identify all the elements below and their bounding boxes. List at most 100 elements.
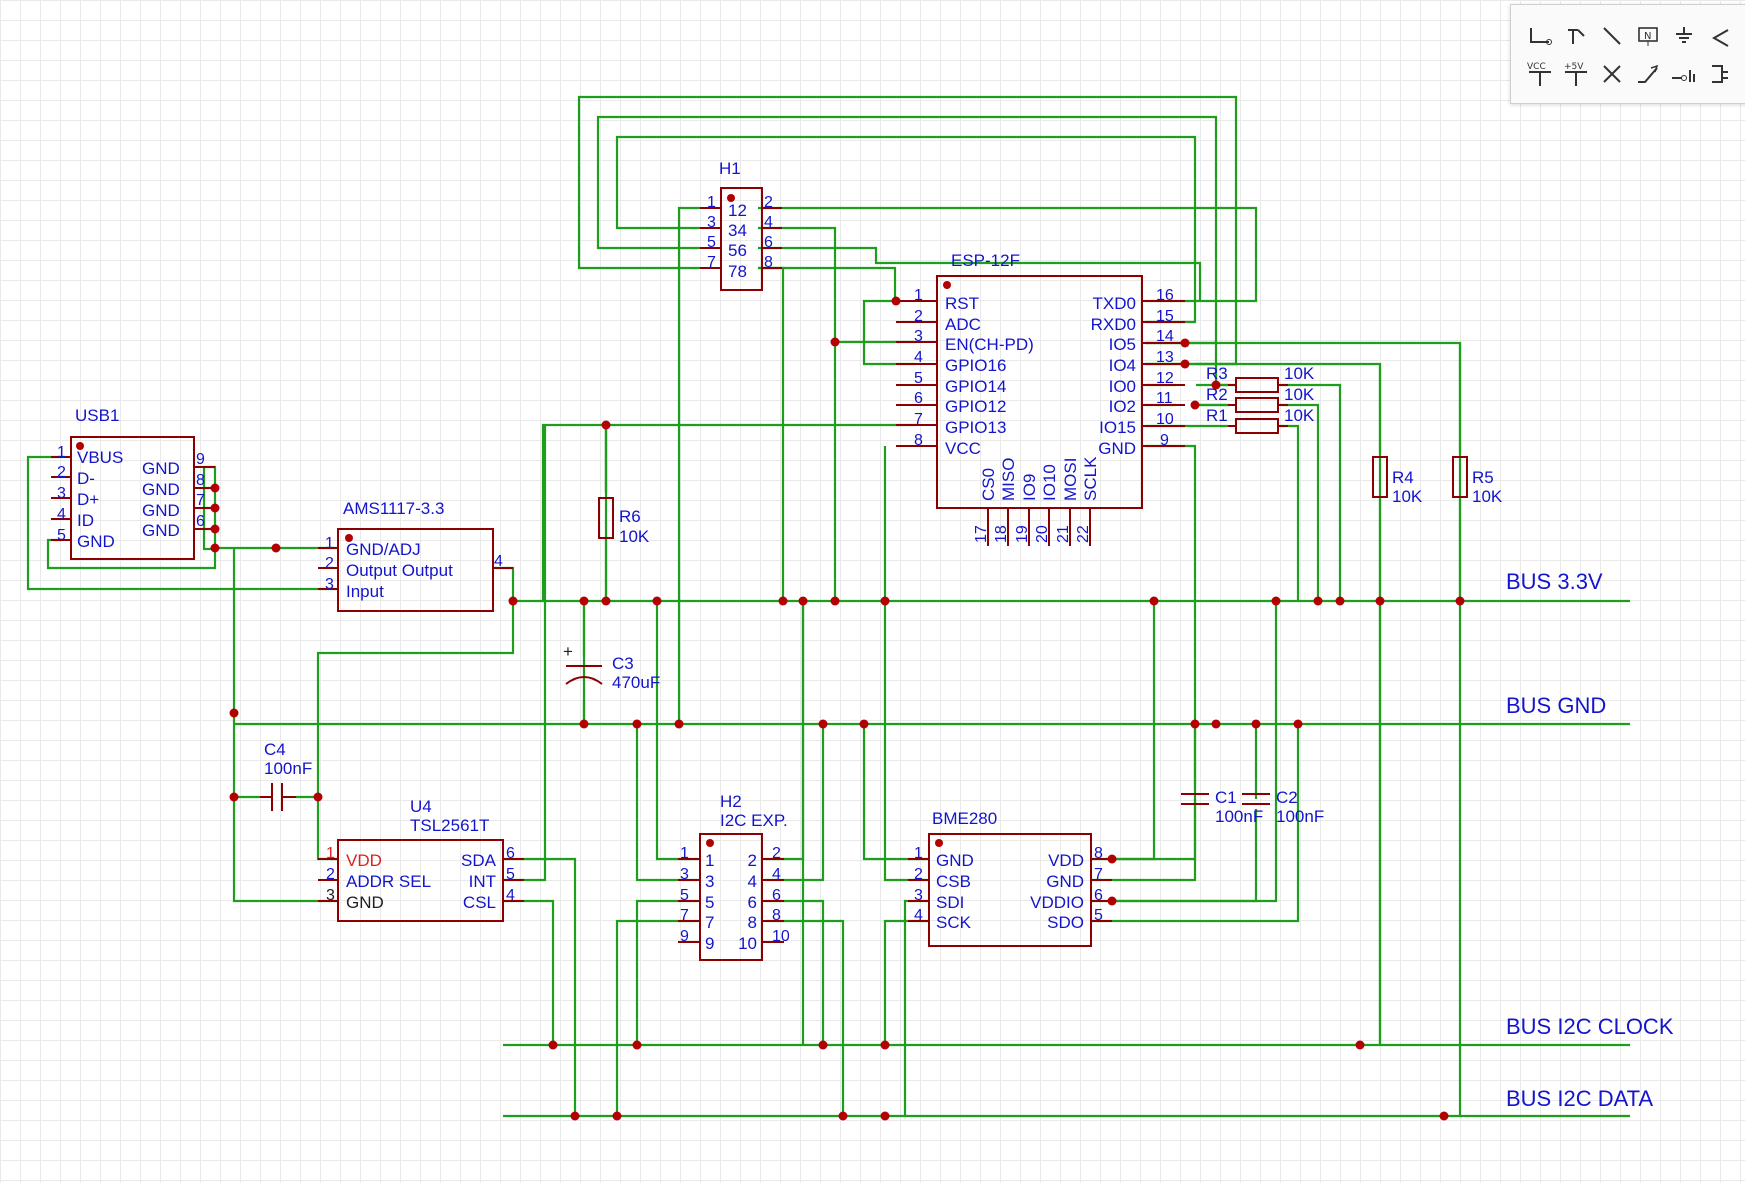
r2-value: 10K [1284, 385, 1315, 404]
probe-tool-icon[interactable] [1631, 57, 1665, 91]
u4-pin-sda: SDA [461, 851, 497, 870]
r6-resistor[interactable]: R6 10K [598, 497, 650, 546]
h2-num-5: 5 [680, 887, 689, 904]
esp-pin-io15: IO15 [1099, 418, 1136, 437]
esp-num-14: 14 [1156, 328, 1174, 345]
esp-pin-io5: IO5 [1109, 335, 1136, 354]
plus5v-tool-icon[interactable]: +5V [1559, 57, 1593, 91]
h2-inner-2: 2 [748, 851, 757, 870]
bme-pin-vdd: VDD [1048, 851, 1084, 870]
netlabel-tool-icon[interactable]: N [1631, 19, 1665, 53]
h2-num-6: 6 [772, 887, 781, 904]
h1-inner-34: 34 [728, 221, 747, 240]
esp-pin-gpio14: GPIO14 [945, 377, 1006, 396]
esp-num-9: 9 [1160, 432, 1169, 449]
h1-num-7: 7 [707, 254, 716, 271]
bme-num-4: 4 [914, 907, 923, 924]
h2-inner-1: 1 [705, 851, 714, 870]
esp-num-13: 13 [1156, 349, 1174, 366]
no-connect-tool-icon[interactable] [1595, 57, 1629, 91]
r1-ref: R1 [1206, 406, 1228, 425]
bme-pin-sdi: SDI [936, 893, 964, 912]
bus-i2c-data-label: BUS I2C DATA [1506, 1086, 1653, 1111]
bus-3v3-label: BUS 3.3V [1506, 569, 1603, 594]
ams-num-1: 1 [325, 535, 334, 552]
bme-num-6: 6 [1094, 887, 1103, 904]
c2-capacitor[interactable]: C2 100nF [1242, 788, 1324, 826]
r5-ref: R5 [1472, 468, 1494, 487]
line-tool-icon[interactable] [1595, 19, 1629, 53]
h2-num-4: 4 [772, 866, 781, 883]
usb1-num-1: 1 [57, 444, 66, 461]
usb1-pin-gnd-7: GND [142, 501, 180, 520]
vcc-tool-icon[interactable]: VCC [1523, 57, 1557, 91]
esp-pin-txd0: TXD0 [1093, 294, 1136, 313]
u4-pin-gnd: GND [346, 893, 384, 912]
bme-num-5: 5 [1094, 907, 1103, 924]
ams-num-4: 4 [494, 553, 503, 570]
esp-num-22: 22 [1075, 525, 1092, 543]
r3-resistor[interactable]: R3 10K [1206, 364, 1315, 393]
u4-tsl2561t[interactable]: U4 TSL2561T VDD ADDR SEL GND 1 2 3 SDA I… [318, 797, 524, 922]
r4-resistor[interactable]: R4 10K [1372, 456, 1423, 506]
r3-ref: R3 [1206, 364, 1228, 383]
bme-pin-sck: SCK [936, 913, 972, 932]
r6-ref: R6 [619, 507, 641, 526]
bme-num-3: 3 [914, 887, 923, 904]
u4-ref: U4 [410, 797, 432, 816]
u4-pin-csl: CSL [463, 893, 496, 912]
usb1-num-4: 4 [57, 506, 66, 523]
c2-value: 100nF [1276, 807, 1324, 826]
h2-num-10: 10 [772, 928, 790, 945]
ams-num-3: 3 [325, 576, 334, 593]
u4-num-2: 2 [326, 866, 335, 883]
svg-text:+5V: +5V [1564, 62, 1584, 72]
usb1-connector[interactable]: USB1 VBUS D- D+ ID GND 1 2 3 4 5 GND GND… [51, 406, 215, 560]
h1-num-5: 5 [707, 234, 716, 251]
esp-pin-rst: RST [945, 294, 979, 313]
wire-tool-icon[interactable] [1523, 19, 1557, 53]
bus-tool-icon[interactable] [1559, 19, 1593, 53]
esp12f-module[interactable]: ESP-12F RST ADC EN(CH-PD) GPIO16 GPIO14 … [896, 251, 1185, 546]
esp-pin-gnd: GND [1098, 439, 1136, 458]
c4-capacitor[interactable]: C4 100nF [260, 740, 312, 811]
h2-num-3: 3 [680, 866, 689, 883]
esp-num-5: 5 [914, 370, 923, 387]
r5-resistor[interactable]: R5 10K [1452, 456, 1503, 506]
h1-header[interactable]: H1 12 34 56 78 1 3 5 7 2 4 6 8 [700, 159, 782, 291]
r1-resistor[interactable]: R1 10K [1206, 406, 1315, 434]
ams-pin-input: Input [346, 582, 384, 601]
h2-inner-6: 6 [748, 893, 757, 912]
u4-pin-int: INT [469, 872, 496, 891]
c4-ref: C4 [264, 740, 286, 759]
c3-capacitor[interactable]: + C3 470uF [563, 642, 660, 692]
esp-num-4: 4 [914, 349, 923, 366]
r6-value: 10K [619, 527, 650, 546]
bme280-sensor[interactable]: BME280 GND CSB SDI SCK 1 2 3 4 VDD GND V… [908, 809, 1112, 947]
r2-resistor[interactable]: R2 10K [1206, 385, 1315, 413]
h2-part: I2C EXP. [720, 811, 788, 830]
more-tool-icon[interactable] [1703, 19, 1737, 53]
c1-capacitor[interactable]: C1 100nF [1181, 788, 1263, 826]
esp-num-18: 18 [993, 525, 1010, 543]
ams1117-regulator[interactable]: AMS1117-3.3 GND/ADJ Output Output Input … [318, 499, 513, 612]
c3-ref: C3 [612, 654, 634, 673]
h2-num-1: 1 [680, 845, 689, 862]
esp-num-10: 10 [1156, 411, 1174, 428]
bme-num-2: 2 [914, 866, 923, 883]
h2-num-7: 7 [680, 907, 689, 924]
port-tool-icon[interactable] [1703, 57, 1737, 91]
esp-pin-miso: MISO [999, 458, 1018, 501]
esp-num-6: 6 [914, 390, 923, 407]
ground-tool-icon[interactable] [1667, 19, 1701, 53]
bme-pin-vddio: VDDIO [1030, 893, 1084, 912]
bme-num-1: 1 [914, 845, 923, 862]
usb1-num-7: 7 [196, 492, 205, 509]
pin-tool-icon[interactable] [1667, 57, 1701, 91]
esp-pin-gpio12: GPIO12 [945, 397, 1006, 416]
esp-num-8: 8 [914, 432, 923, 449]
h2-i2c-expander[interactable]: H2 I2C EXP. 1 3 5 7 9 2 4 6 8 10 1 3 5 7… [678, 792, 790, 961]
c4-value: 100nF [264, 759, 312, 778]
